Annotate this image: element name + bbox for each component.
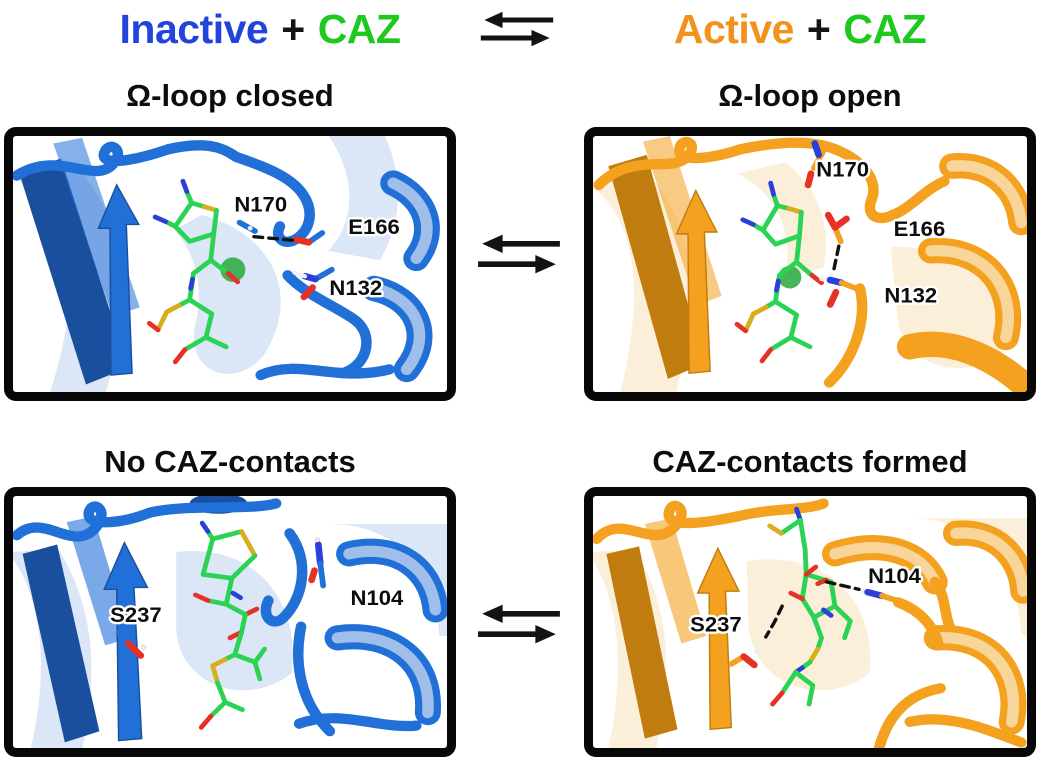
residue-labels: N170 E166 N132 xyxy=(814,154,948,310)
plus-sign: + xyxy=(281,5,305,52)
hydrogen-bond-dashes xyxy=(764,580,861,639)
residue-labels: S237 N104 xyxy=(108,583,406,629)
residue-labels: N170 E166 N132 xyxy=(232,189,402,302)
equilibrium-arrows-icon-bottom xyxy=(478,604,560,644)
equation-active-caz: Active + CAZ xyxy=(580,4,1020,54)
equilibrium-arrows-icon-header xyxy=(480,11,554,47)
residue-sticks xyxy=(804,140,862,308)
residue-label-n170: N170 xyxy=(234,191,287,216)
equilibrium-arrows-icon-top xyxy=(478,234,560,274)
residue-label-n104: N104 xyxy=(868,563,921,588)
equation-inactive-caz: Inactive + CAZ xyxy=(30,4,490,54)
residue-label-n132: N132 xyxy=(329,275,382,300)
residue-label-n170: N170 xyxy=(816,157,869,182)
title-no-caz-contacts: No CAZ-contacts xyxy=(104,444,356,479)
protein-cartoon xyxy=(13,496,447,748)
panel-omega-loop-open: N170 E166 N132 xyxy=(584,127,1036,401)
caz-ligand-sticks xyxy=(193,520,267,730)
residue-label-n104: N104 xyxy=(351,585,404,610)
inactive-label: Inactive xyxy=(119,5,269,52)
panel-caz-contacts-formed: S237 N104 xyxy=(584,487,1036,757)
caz-label: CAZ xyxy=(317,5,401,52)
residue-sticks xyxy=(236,219,335,301)
title-omega-loop-closed: Ω-loop closed xyxy=(126,78,334,113)
active-label: Active xyxy=(673,5,795,52)
protein-cartoon xyxy=(593,498,1027,748)
caz-ligand-sticks xyxy=(734,180,824,364)
density-sphere xyxy=(220,257,246,282)
residue-label-s237: S237 xyxy=(690,612,742,637)
residue-label-e166: E166 xyxy=(348,214,400,239)
residue-label-n132: N132 xyxy=(884,283,937,308)
hydrogen-bond-dashes xyxy=(831,244,841,276)
caz-label: CAZ xyxy=(843,5,927,52)
residue-labels: S237 N104 xyxy=(688,561,923,639)
caz-ligand-sticks xyxy=(146,178,241,365)
panel-no-caz-contacts: S237 N104 xyxy=(4,487,456,757)
caz-ligand-sticks xyxy=(767,506,853,707)
residue-sticks xyxy=(728,588,904,669)
panel-omega-loop-closed: N170 E166 N132 xyxy=(4,127,456,401)
protein-cartoon xyxy=(593,136,1027,392)
protein-cartoon xyxy=(13,136,440,392)
residue-label-e166: E166 xyxy=(894,216,946,241)
title-omega-loop-open: Ω-loop open xyxy=(718,78,902,113)
plus-sign: + xyxy=(806,5,831,52)
residue-label-s237: S237 xyxy=(110,602,162,627)
residue-sticks xyxy=(115,537,327,659)
hydrogen-bond-dashes xyxy=(252,235,298,243)
title-caz-contacts-formed: CAZ-contacts formed xyxy=(652,444,968,479)
